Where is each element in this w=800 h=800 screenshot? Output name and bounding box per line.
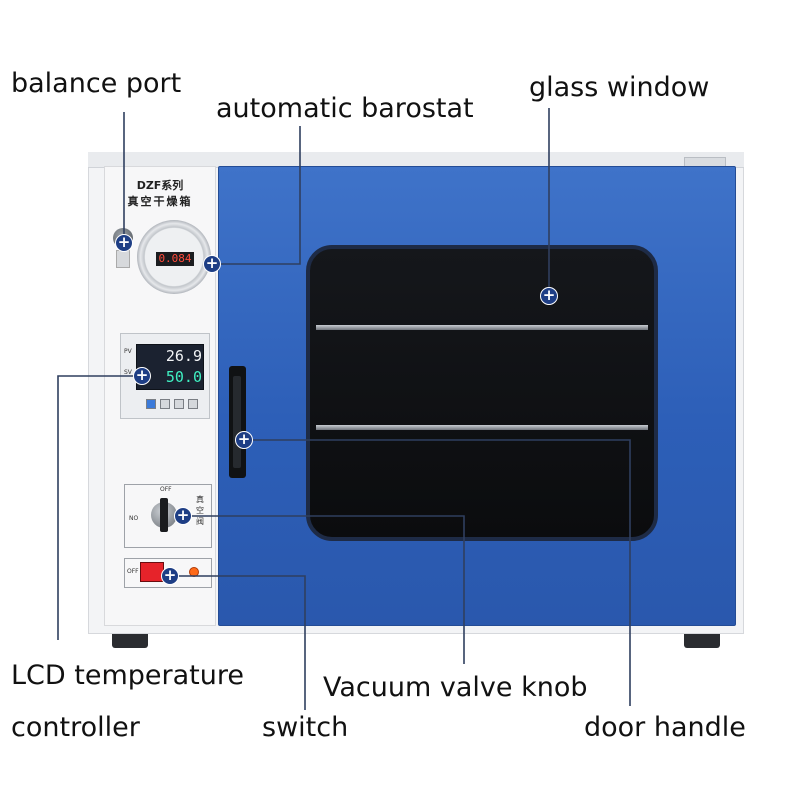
callout-line-barostat <box>212 126 301 265</box>
barostat-reading: 0.084 <box>156 252 194 266</box>
lower-shelf <box>316 425 648 430</box>
cabinet-foot-right <box>684 634 720 648</box>
callout-line-door-handle <box>244 439 631 706</box>
glass-window <box>306 245 658 541</box>
controller-down-button[interactable] <box>174 399 184 409</box>
marker-lcd-controller: + <box>133 367 151 385</box>
label-door-handle: door handle <box>584 712 746 743</box>
callout-line-vacuum-valve <box>183 515 465 664</box>
marker-balance-port: + <box>115 234 133 252</box>
label-vacuum-valve-knob: Vacuum valve knob <box>323 672 588 703</box>
power-switch-panel <box>124 558 212 588</box>
label-glass-window: glass window <box>529 72 710 103</box>
vacuum-valve-knob-grip[interactable] <box>160 498 168 532</box>
panel-model-title: DZF系列 <box>136 179 184 192</box>
sv-value: 50.0 <box>165 368 202 386</box>
label-switch: switch <box>262 712 349 743</box>
panel-product-name: 真空干燥箱 <box>127 195 193 208</box>
cabinet-foot-left <box>112 634 148 648</box>
marker-door-handle: + <box>235 431 253 449</box>
door-handle-grip <box>233 376 241 468</box>
marker-barostat: + <box>203 255 221 273</box>
valve-off-label: OFF <box>160 486 172 493</box>
upper-shelf <box>316 325 648 330</box>
label-balance-port: balance port <box>11 68 182 99</box>
label-automatic-barostat: automatic barostat <box>216 93 474 124</box>
valve-on-label: NO <box>129 515 139 522</box>
pv-tag: PV <box>124 348 132 355</box>
marker-glass-window: + <box>540 287 558 305</box>
callout-line-lcd-controller <box>57 375 142 640</box>
valve-vertical-text: 真空阀 <box>196 495 204 526</box>
marker-vacuum-valve: + <box>174 507 192 525</box>
pv-value: 26.9 <box>165 347 202 365</box>
controller-set-button[interactable] <box>146 399 156 409</box>
label-controller: controller <box>11 712 140 743</box>
controller-up-button[interactable] <box>188 399 198 409</box>
label-lcd-temperature: LCD temperature <box>11 660 244 691</box>
sv-tag: SV <box>124 369 132 376</box>
controller-left-button[interactable] <box>160 399 170 409</box>
marker-switch: + <box>161 567 179 585</box>
switch-off-label: OFF <box>127 568 139 575</box>
callout-line-switch <box>170 575 306 710</box>
